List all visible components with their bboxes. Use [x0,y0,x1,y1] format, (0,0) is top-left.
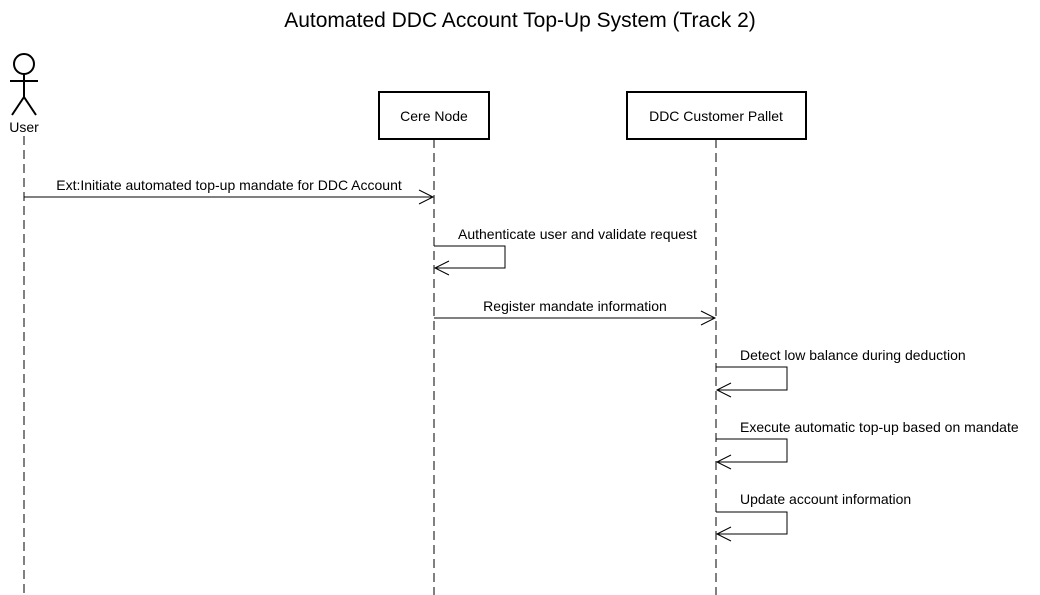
actor-label-user: User [9,119,39,135]
open-arrowhead-icon [715,526,732,542]
participant-cere-node: Cere Node [378,91,490,140]
participant-label-cere-node: Cere Node [400,108,468,124]
participant-ddc-customer-pallet: DDC Customer Pallet [626,91,807,140]
message-label: Authenticate user and validate request [458,226,697,242]
diagram-title: Automated DDC Account Top-Up System (Tra… [284,9,756,32]
open-arrowhead-icon [715,454,732,470]
open-arrowhead-icon [433,260,450,276]
message-label: Register mandate information [483,298,667,314]
message-register-mandate: Register mandate information [434,298,717,326]
participant-label-ddc-customer-pallet: DDC Customer Pallet [649,108,783,124]
message-label: Detect low balance during deduction [740,347,966,363]
open-arrowhead-icon [418,189,435,205]
open-arrowhead-icon [700,310,717,326]
user-actor-icon [10,53,38,116]
message-authenticate-validate: Authenticate user and validate request [433,226,697,276]
message-label: Update account information [740,491,911,507]
message-update-account: Update account information [715,491,911,542]
message-detect-low-balance: Detect low balance during deduction [715,347,966,398]
message-initiate-mandate: Ext:Initiate automated top-up mandate fo… [24,177,435,205]
message-label: Ext:Initiate automated top-up mandate fo… [56,177,402,193]
open-arrowhead-icon [715,382,732,398]
message-execute-top-up: Execute automatic top-up based on mandat… [715,419,1019,470]
message-label: Execute automatic top-up based on mandat… [740,419,1019,435]
